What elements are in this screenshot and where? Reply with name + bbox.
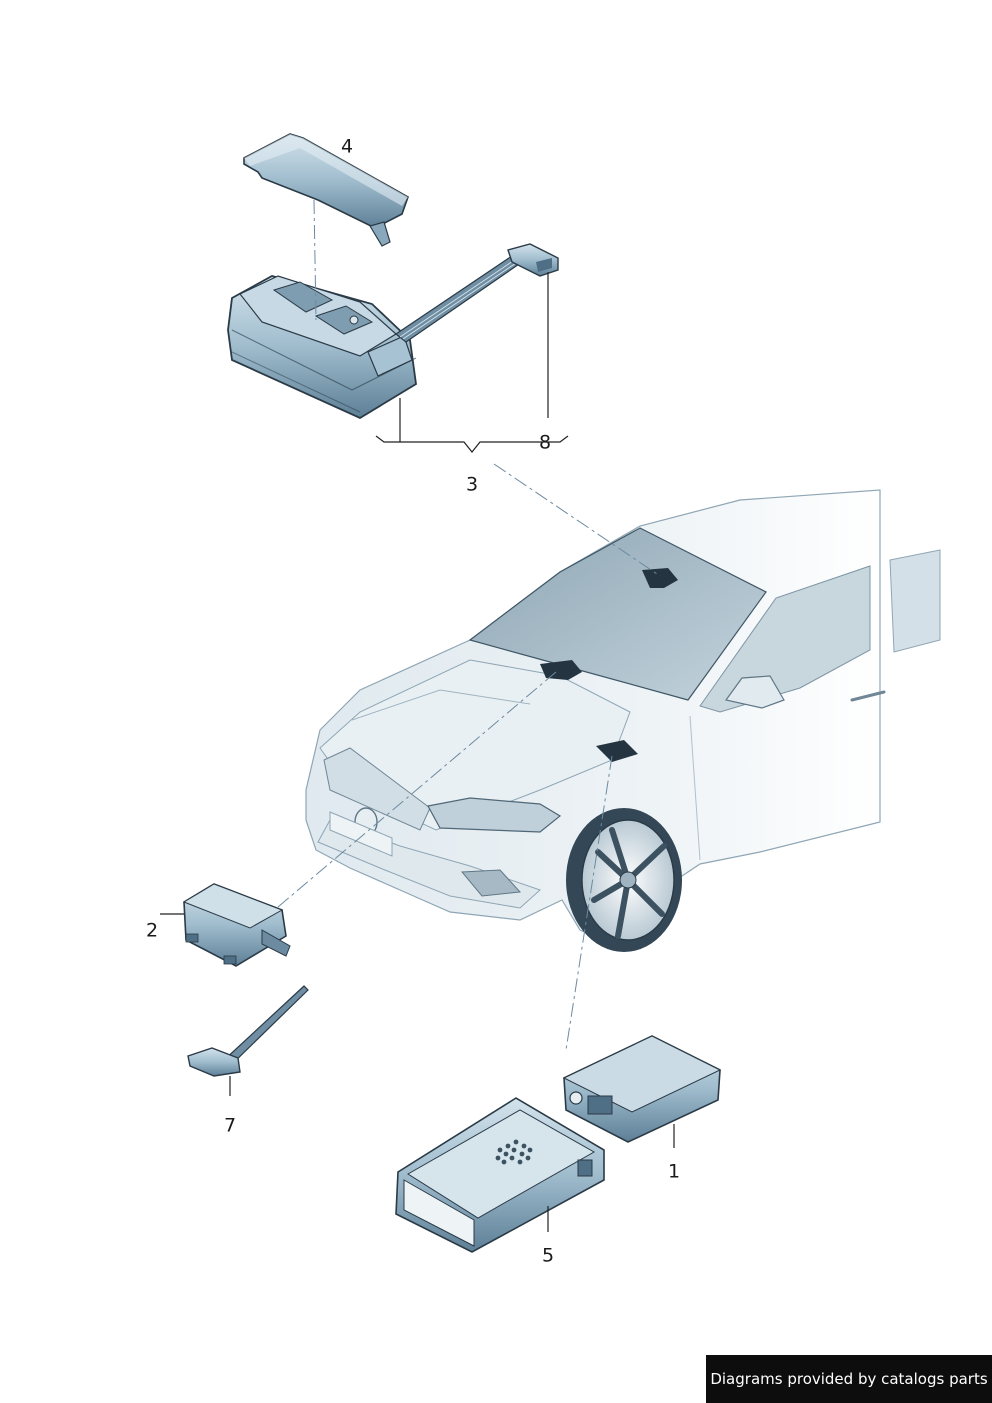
- callout-8: 8: [538, 431, 552, 454]
- vehicle-illustration: [305, 489, 941, 952]
- part-4-cover: [243, 133, 409, 247]
- centerline-4-3: [313, 199, 317, 321]
- bracket-3-8: [375, 435, 569, 453]
- part-3-housing: [227, 275, 417, 420]
- callout-1: 1: [667, 1160, 681, 1183]
- part-2-module: [182, 883, 291, 967]
- callout-3: 3: [465, 473, 479, 496]
- centerlines: [271, 463, 661, 1051]
- part-8-connector: [507, 243, 559, 277]
- callout-7: 7: [223, 1114, 237, 1137]
- part-7-cable-tie: [187, 985, 309, 1077]
- callout-4: 4: [340, 135, 354, 158]
- part-5-tray: [395, 1097, 605, 1253]
- callout-5: 5: [541, 1244, 555, 1267]
- callout-2: 2: [145, 919, 159, 942]
- ribbon-cable: [394, 255, 524, 343]
- vent-holes: [495, 1139, 533, 1165]
- part-1-control-unit: [562, 1035, 722, 1143]
- credit-banner: Diagrams provided by catalogs parts: [706, 1355, 992, 1403]
